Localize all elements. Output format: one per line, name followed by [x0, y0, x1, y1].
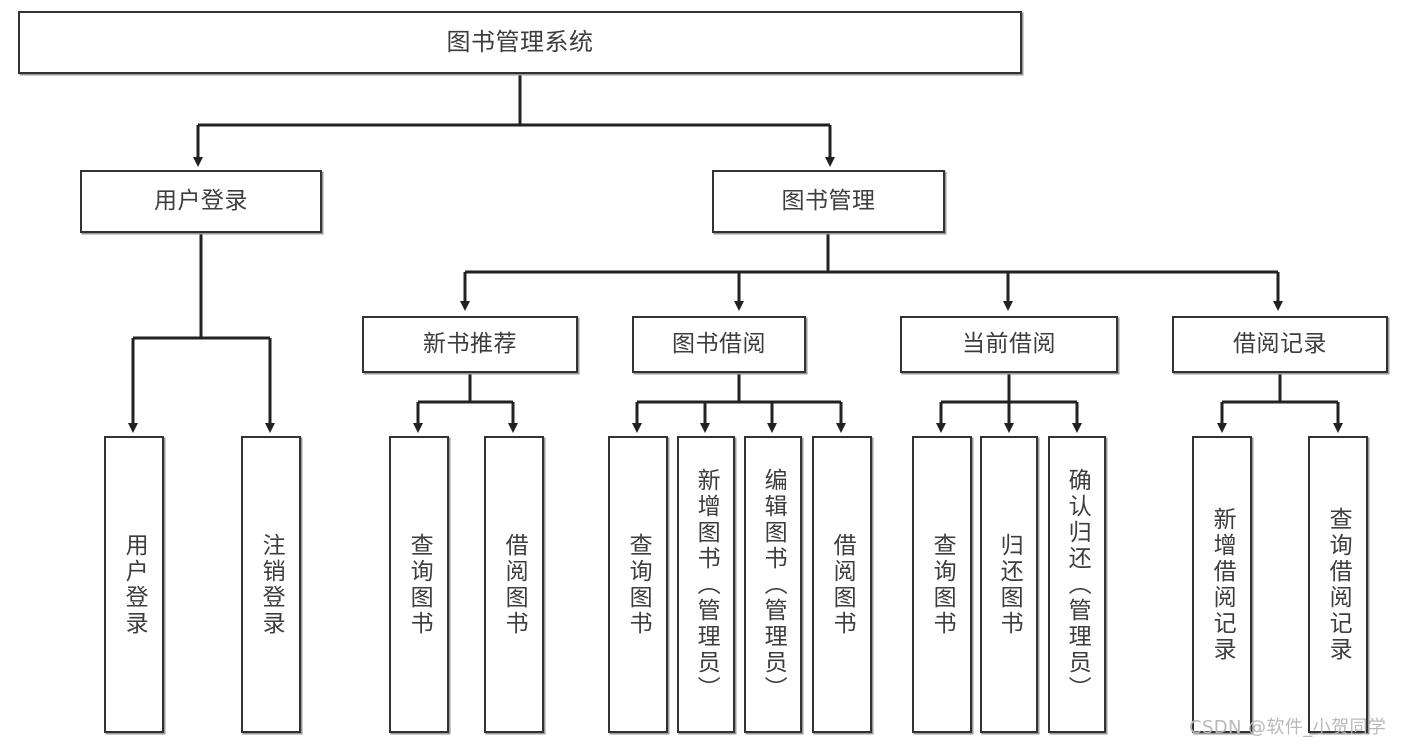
- node-label: 归还图书: [996, 532, 1023, 637]
- node-current-borrow[interactable]: 当前借阅: [900, 316, 1118, 373]
- leaf-borrow-book[interactable]: 借阅图书: [812, 436, 872, 733]
- node-label: 新增借阅记录: [1209, 506, 1236, 663]
- leaf-query-book-borrow[interactable]: 查询图书: [608, 436, 668, 733]
- node-label: 查询图书: [625, 532, 652, 637]
- leaf-borrow-book-recommend[interactable]: 借阅图书: [484, 436, 544, 733]
- leaf-add-book-admin[interactable]: 新增图书（管理员）: [677, 436, 735, 733]
- node-label: 用户登录: [121, 532, 148, 637]
- node-label: 确认归还（管理员）: [1064, 467, 1091, 702]
- node-label: 图书管理系统: [446, 28, 594, 57]
- node-label: 查询图书: [406, 532, 433, 637]
- node-root-system[interactable]: 图书管理系统: [18, 11, 1022, 74]
- node-label: 图书借阅: [672, 330, 766, 357]
- node-borrow-record[interactable]: 借阅记录: [1172, 316, 1388, 373]
- node-label: 借阅图书: [501, 532, 528, 637]
- node-label: 借阅图书: [829, 532, 856, 637]
- node-new-book-recommend[interactable]: 新书推荐: [362, 316, 578, 373]
- node-label: 用户登录: [154, 187, 248, 214]
- node-user-login[interactable]: 用户登录: [80, 170, 322, 233]
- node-label: 借阅记录: [1233, 330, 1327, 357]
- node-label: 查询图书: [929, 532, 956, 637]
- node-label: 当前借阅: [962, 330, 1056, 357]
- node-label: 图书管理: [781, 187, 876, 214]
- node-label: 查询借阅记录: [1325, 506, 1352, 663]
- leaf-return-book[interactable]: 归还图书: [980, 436, 1038, 733]
- watermark-text: CSDN @软件_小贺同学: [1189, 717, 1387, 738]
- leaf-logout[interactable]: 注销登录: [241, 436, 301, 733]
- node-book-borrow[interactable]: 图书借阅: [632, 316, 806, 373]
- leaf-user-login[interactable]: 用户登录: [104, 436, 164, 733]
- node-label: 注销登录: [258, 532, 285, 637]
- leaf-confirm-return-admin[interactable]: 确认归还（管理员）: [1048, 436, 1106, 733]
- node-label: 新增图书（管理员）: [693, 467, 720, 702]
- leaf-add-borrow-record[interactable]: 新增借阅记录: [1192, 436, 1252, 733]
- leaf-query-book-recommend[interactable]: 查询图书: [389, 436, 449, 733]
- leaf-query-book-current[interactable]: 查询图书: [912, 436, 972, 733]
- node-book-management[interactable]: 图书管理: [712, 170, 945, 233]
- node-label: 新书推荐: [423, 330, 517, 357]
- leaf-edit-book-admin[interactable]: 编辑图书（管理员）: [744, 436, 802, 733]
- leaf-query-borrow-record[interactable]: 查询借阅记录: [1308, 436, 1368, 733]
- node-label: 编辑图书（管理员）: [760, 467, 787, 702]
